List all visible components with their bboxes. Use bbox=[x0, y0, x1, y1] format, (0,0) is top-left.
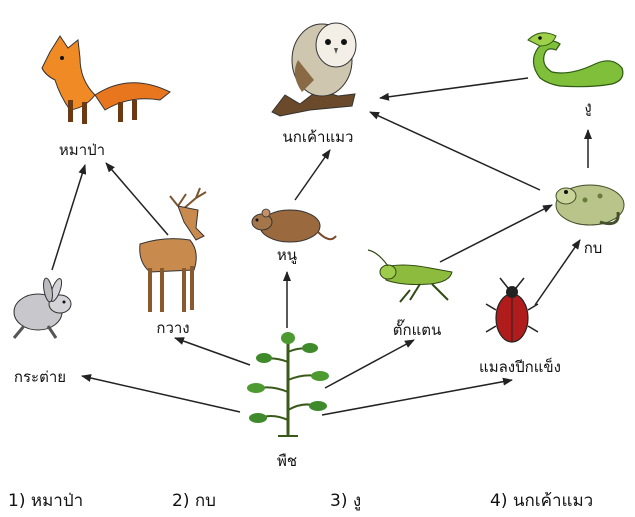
snake-icon bbox=[528, 33, 623, 87]
choice-3[interactable]: 3) งู bbox=[330, 487, 361, 514]
arrow-plant-grasshopper bbox=[325, 340, 414, 388]
organism-label-fox: หมาป่า bbox=[59, 141, 105, 159]
arrow-mouse-owl bbox=[295, 150, 330, 200]
grasshopper-icon bbox=[368, 250, 452, 302]
choice-1-text: หมาป่า bbox=[31, 491, 83, 511]
arrow-deer-fox bbox=[106, 163, 168, 235]
choice-4-text: นกเค้าแมว bbox=[513, 491, 593, 511]
organism-label-beetle: แมลงปีกแข็ง bbox=[479, 357, 561, 376]
mouse-icon bbox=[252, 209, 336, 242]
food-web-diagram: หมาป่า นกเค้าแมว งู กบ กวาง bbox=[0, 0, 635, 480]
choice-3-number: 3) bbox=[330, 491, 347, 511]
choice-4-number: 4) bbox=[490, 491, 507, 511]
fox-icon bbox=[42, 36, 170, 124]
organism-label-mouse: หนู bbox=[277, 246, 297, 264]
arrow-rabbit-fox bbox=[52, 165, 85, 270]
rabbit-icon bbox=[14, 277, 71, 338]
choice-2-number: 2) bbox=[172, 491, 189, 511]
beetle-icon bbox=[486, 278, 538, 342]
choice-1[interactable]: 1) หมาป่า bbox=[8, 487, 83, 514]
deer-icon bbox=[140, 188, 206, 312]
organism-label-grasshopper: ตั๊กแตน bbox=[393, 319, 442, 339]
organism-label-plant: พืช bbox=[277, 452, 297, 470]
frog-icon bbox=[556, 185, 624, 225]
arrow-grasshopper-frog bbox=[440, 205, 552, 262]
arrow-plant-deer bbox=[175, 338, 250, 365]
organism-label-snake: งู bbox=[584, 98, 591, 116]
arrow-plant-rabbit bbox=[82, 376, 240, 412]
organism-label-deer: กวาง bbox=[156, 319, 189, 337]
choice-3-text: งู bbox=[353, 491, 361, 511]
arrow-plant-beetle bbox=[322, 380, 512, 415]
choice-2-text: กบ bbox=[195, 491, 216, 511]
choice-4[interactable]: 4) นกเค้าแมว bbox=[490, 487, 593, 514]
owl-icon bbox=[272, 23, 356, 116]
choice-2[interactable]: 2) กบ bbox=[172, 487, 216, 514]
arrow-beetle-frog bbox=[535, 240, 580, 305]
choice-1-number: 1) bbox=[8, 491, 25, 511]
organism-label-rabbit: กระต่าย bbox=[14, 368, 66, 386]
arrow-frog-owl bbox=[370, 112, 540, 190]
arrow-snake-owl bbox=[380, 78, 528, 98]
plant-icon bbox=[247, 332, 329, 436]
organism-label-owl: นกเค้าแมว bbox=[283, 128, 354, 146]
organism-label-frog: กบ bbox=[584, 239, 603, 257]
